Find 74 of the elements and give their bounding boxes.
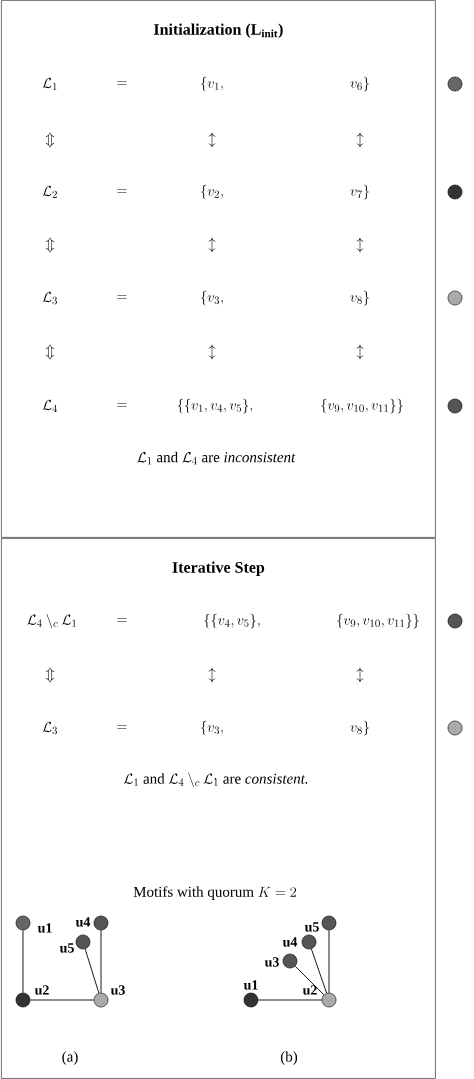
node-label: u1	[243, 980, 258, 990]
graph-edge	[29, 999, 95, 1001]
math-expression: $v_6\}$	[350, 76, 369, 92]
math-expression: $\{v_1,$	[201, 76, 223, 92]
math-expression: $\{v_3,$	[201, 290, 223, 306]
node-label: u3	[264, 957, 279, 967]
node-label: u5	[59, 943, 74, 953]
math-expression: $\mathcal{L}_2$	[42, 185, 57, 198]
double-arrow: $\updownarrow$	[208, 237, 216, 253]
math-expression: $\{v_9,v_{10},v_{11}\}\}$	[337, 613, 419, 629]
node-label: u2	[302, 985, 317, 995]
graph-vertex: u5	[59, 934, 91, 953]
equals-sign: $=$	[117, 403, 127, 407]
node-label: u4	[282, 937, 298, 947]
color-dot	[447, 720, 463, 736]
math-expression: $\mathcal{L}_3$	[42, 291, 57, 305]
node-label: u1	[37, 923, 52, 933]
math-expression: $\mathcal{L}_4\setminus_c\mathcal{L}_1$	[27, 613, 76, 629]
subfigure-label: (a)	[62, 1051, 78, 1065]
node-label: u2	[34, 985, 49, 995]
double-arrow: $\updownarrow$	[208, 667, 216, 683]
math-expression: $\{v_3,$	[201, 720, 223, 736]
color-dot	[447, 76, 463, 92]
graph-vertex: u4	[282, 934, 317, 950]
double-arrow: $\Updownarrow$	[46, 237, 54, 253]
math-expression: $v_8\}$	[350, 290, 369, 306]
graph-vertex: u4	[75, 915, 109, 931]
equals-sign: $=$	[117, 618, 127, 622]
equals-sign: $=$	[117, 81, 127, 85]
node-label: u5	[304, 922, 319, 932]
double-arrow: $\updownarrow$	[356, 344, 364, 360]
graph-vertex: u5	[304, 915, 337, 932]
graph-vertex: u1	[15, 915, 52, 933]
math-expression: $v_7\}$	[350, 184, 369, 200]
statement: $\mathcal{L}_1\text{ and }\mathcal{L}_4\text{ are }\textit{inconsistent}$	[137, 451, 296, 465]
node-label: u3	[110, 985, 125, 995]
graph-edge	[294, 965, 325, 996]
math-expression: $\mathcal{L}_1$	[42, 77, 57, 90]
math-expression: $\mathcal{L}_3$	[42, 721, 57, 735]
graph-vertex: u3	[93, 985, 125, 1008]
graph-edge	[100, 929, 102, 994]
math-expression: $\{v_9,v_{10},v_{11}\}\}$	[321, 398, 403, 414]
graph-vertex: u2	[15, 985, 49, 1008]
graph-edge	[257, 999, 323, 1001]
equals-sign: $=$	[117, 725, 127, 729]
double-arrow: $\updownarrow$	[356, 237, 364, 253]
color-dot	[447, 290, 463, 306]
double-arrow: $\updownarrow$	[208, 344, 216, 360]
color-dot	[447, 398, 463, 414]
double-arrow: $\updownarrow$	[356, 132, 364, 148]
graph-edge	[328, 929, 330, 994]
math-expression: $\{v_2,$	[201, 184, 223, 200]
graph-vertex: u3	[264, 953, 298, 969]
graph-edge	[84, 948, 100, 994]
double-arrow: $\Updownarrow$	[46, 132, 54, 148]
subfigure-label: (b)	[280, 1051, 298, 1065]
math-expression: $v_8\}$	[350, 720, 369, 736]
double-arrow: $\Updownarrow$	[46, 344, 54, 360]
color-dot	[447, 613, 463, 629]
double-arrow: $\updownarrow$	[208, 132, 216, 148]
equals-sign: $=$	[117, 295, 127, 299]
double-arrow: $\Updownarrow$	[46, 667, 54, 683]
graph-vertex: u1	[243, 980, 259, 1008]
graph-edge	[22, 929, 24, 994]
graph-edge	[310, 948, 328, 994]
heading: $\text{Motifs with quorum }K=2$	[133, 886, 297, 900]
equals-sign: $=$	[117, 189, 127, 193]
math-expression: $\{\{v_4,v_5\},$	[204, 613, 260, 629]
math-expression: $\mathcal{L}_4$	[42, 399, 58, 412]
math-expression: $\{\{v_1,v_4,v_5\},$	[177, 398, 253, 414]
node-label: u4	[75, 917, 91, 927]
statement: $\mathcal{L}_1\text{ and }\mathcal{L}_4\setminus_c\mathcal{L}_1\text{ are }\textit{consistent.}$	[123, 772, 308, 788]
double-arrow: $\updownarrow$	[356, 667, 364, 683]
graph-vertex: u2	[302, 985, 337, 1008]
